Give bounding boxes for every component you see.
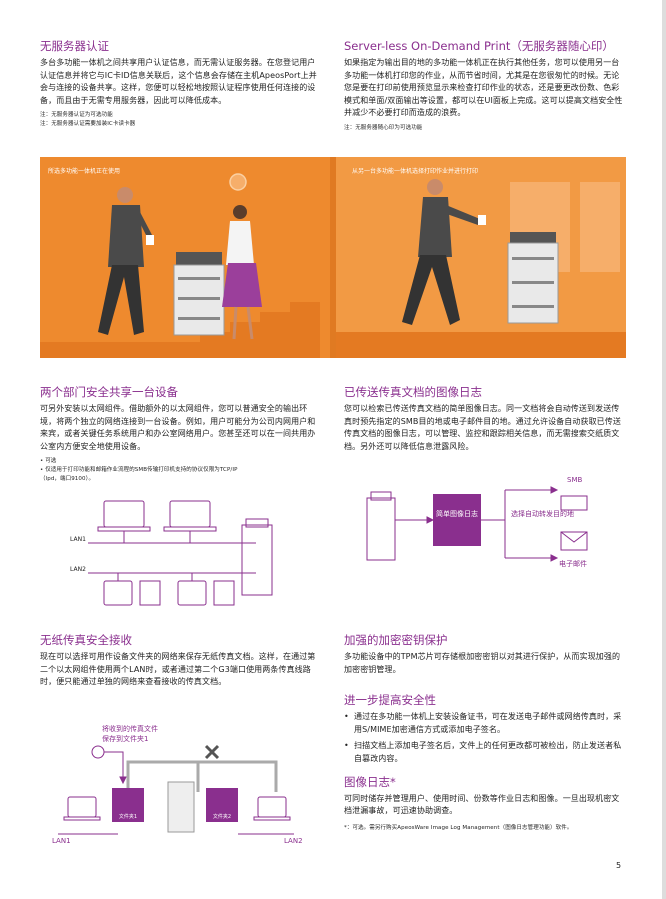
paperless-section: 无纸传真安全接收 现在可以选择可用作设备文件夹的网络来保存无纸传真文档。这样，在… [40, 632, 322, 689]
folder-1-box [112, 788, 144, 822]
shared-section: 两个部门安全共享一台设备 可另外安装以太网组件。借助额外的以太网组件，您可以普通… [40, 384, 322, 484]
fax-log-body: 您可以检索已传送传真文档的简单图像日志。同一文档将会自动传送到发送传真时预先指定… [344, 404, 621, 451]
paperless-save-label-1: 将收到的传真文件 [102, 724, 158, 733]
fax-log-email-label: 电子邮件 [559, 559, 587, 568]
security-bullet-1: 通过在多功能一体机上安装设备证书，可在发送电子邮件或网络传真时，采用S/MIME… [344, 711, 626, 736]
fax-log-auto-label: 选择自动转发目的地 [511, 509, 574, 518]
security-bullet-2: 扫描文档上添加电子签名后，文件上的任何更改都可被检出，防止发送者私自篡改内容。 [344, 740, 626, 765]
print-body: 如果指定为输出目的地的多功能一体机正在执行其他任务，您可以使用另一台多功能一体机… [344, 58, 623, 118]
shared-lan2-label: LAN2 [70, 566, 86, 573]
print-section: Server-less On-Demand Print（无服务器随心印） 如果指… [344, 38, 626, 133]
office-illustration: 所选多功能一体机正在使用 从另一台多功能一体机选择打印作业并进行打印 [40, 157, 626, 358]
auth-body: 多台多功能一体机之间共享用户认证信息，而无需认证服务器。在您登记用户认证信息并将… [40, 58, 317, 105]
folder-2-label: 文件夹2 [213, 813, 231, 820]
paperless-lan1-label: LAN1 [52, 837, 71, 845]
security-title: 进一步提高安全性 [344, 693, 436, 708]
page-number: 5 [616, 861, 622, 870]
hero-tag-left: 所选多功能一体机正在使用 [48, 168, 121, 175]
office-scene-image [40, 157, 626, 358]
fax-log-smb-label: SMB [567, 476, 582, 484]
image-log-title: 图像日志* [344, 774, 396, 789]
shared-lan1-label: LAN1 [70, 536, 86, 543]
paperless-body: 现在可以选择可用作设备文件夹的网络来保存无纸传真文档。这样，在通过第二个以太网组… [40, 652, 316, 687]
paperless-title: 无纸传真安全接收 [40, 633, 132, 647]
fax-log-section: 已传送传真文档的图像日志 您可以检索已传送传真文档的简单图像日志。同一文档将会自… [344, 384, 626, 453]
shared-note-2: • 仅适用于打印功能和邮箱作业流程的SMB传输打印机支持的协议仅限为TCP/IP [40, 467, 238, 474]
paperless-lan2-label: LAN2 [284, 837, 303, 845]
auth-note-1: 注：无服务器认证为可选功能 [40, 112, 113, 119]
fax-log-box-label: 简单图像日志 [436, 509, 478, 518]
print-title: Server-less On-Demand Print（无服务器随心印） [344, 39, 614, 53]
paperless-diagram: 文件夹1 文件夹2 将收到的传真文件 保存到文件夹1 LAN1 LAN2 [52, 724, 303, 845]
encrypt-body: 多功能设备中的TPM芯片可存储根加密密钥以对其进行保护，从而实现加强的加密密钥管… [344, 652, 621, 674]
folder-2-box [206, 788, 238, 822]
page-edge [662, 0, 666, 899]
auth-title: 无服务器认证 [40, 39, 109, 53]
shared-network-diagram: LAN1 LAN2 [70, 500, 273, 606]
print-note: 注：无服务器随心印为可选功能 [344, 124, 423, 131]
shared-note-1: • 可选 [40, 458, 57, 465]
auth-note-2: 注：无服务器认证需要加装IC卡读卡器 [40, 121, 136, 128]
shared-title: 两个部门安全共享一台设备 [40, 385, 178, 399]
right-bottom-column: 加强的加密密钥保护 多功能设备中的TPM芯片可存储根加密密钥以对其进行保护，从而… [344, 632, 626, 833]
shared-note-3: （lpd，端口9100）。 [40, 476, 95, 483]
encrypt-title: 加强的加密密钥保护 [344, 633, 448, 647]
fax-log-diagram: 简单图像日志 选择自动转发目的地 SMB 电子邮件 [366, 476, 588, 568]
fax-log-box [433, 494, 481, 546]
paperless-save-label-2: 保存到文件夹1 [102, 734, 148, 743]
hero-tag-right: 从另一台多功能一体机选择打印作业并进行打印 [352, 168, 479, 175]
image-log-note: *：可选。需另行购买ApeosWare Image Log Management… [344, 824, 573, 831]
folder-1-label: 文件夹1 [119, 813, 137, 820]
auth-section: 无服务器认证 多台多功能一体机之间共享用户认证信息，而无需认证服务器。在您登记用… [40, 38, 320, 129]
fax-log-title: 已传送传真文档的图像日志 [344, 385, 482, 399]
image-log-body: 可同时储存并管理用户、使用时间、份数等作业日志和图像。一旦出现机密文档泄漏事故，… [344, 793, 620, 816]
shared-body: 可另外安装以太网组件。借助额外的以太网组件，您可以普通安全的输出环境，将两个独立… [40, 404, 316, 451]
